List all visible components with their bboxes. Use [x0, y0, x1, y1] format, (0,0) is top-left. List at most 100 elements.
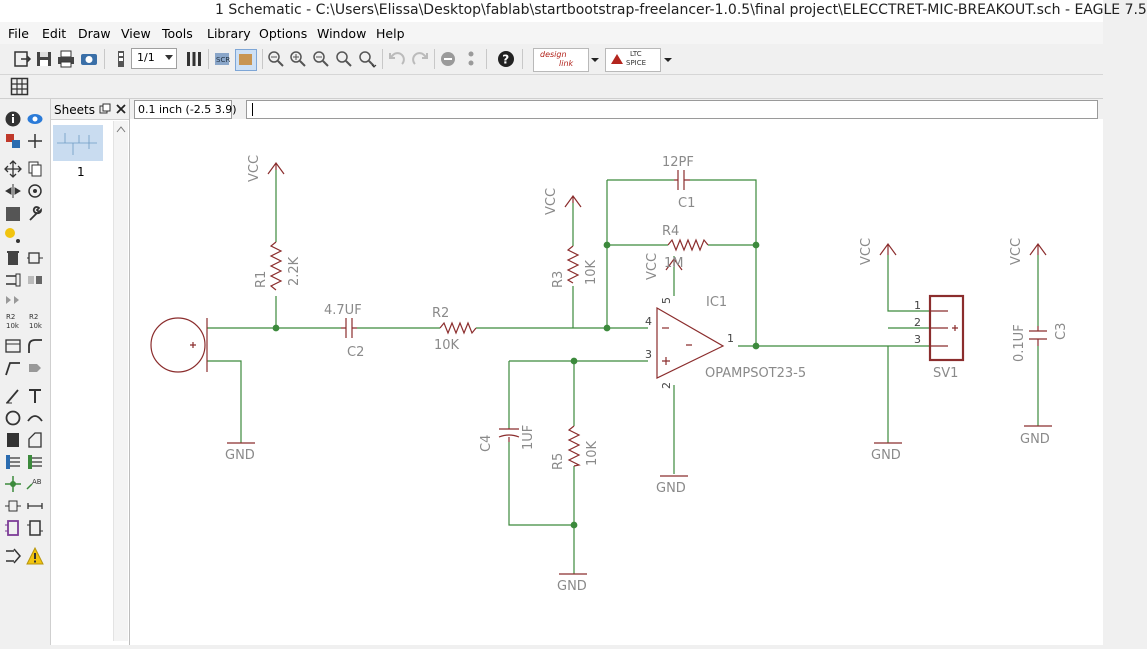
save-icon[interactable] — [34, 49, 54, 69]
menu-library[interactable]: Library — [207, 26, 251, 41]
help-icon[interactable]: ? — [496, 49, 516, 69]
menu-file[interactable]: File — [8, 26, 29, 41]
paste-icon[interactable] — [4, 227, 22, 245]
value-tool-r2-label[interactable]: R2 — [29, 313, 39, 321]
split-icon[interactable] — [4, 359, 22, 377]
open-icon[interactable] — [12, 49, 32, 69]
command-palette: R2 R2 10k 10k AB — [0, 99, 51, 645]
go-icon[interactable] — [461, 49, 481, 69]
gnd-label: GND — [557, 579, 587, 594]
text-icon[interactable] — [26, 387, 44, 405]
frame-icon[interactable] — [4, 519, 22, 537]
show-icon[interactable] — [26, 110, 44, 128]
pinswap-icon[interactable] — [4, 271, 22, 289]
ltc-label-1: LTC — [630, 50, 642, 58]
value-tool-value-label: 10k — [29, 322, 42, 330]
vcc-label: VCC — [544, 188, 559, 215]
bus-icon[interactable] — [4, 453, 22, 471]
chevron-down-icon[interactable] — [588, 49, 602, 69]
vcc-symbol — [665, 257, 683, 271]
zoom-select-icon[interactable] — [357, 49, 377, 69]
add-icon[interactable] — [26, 249, 44, 267]
sheet-thumbnail[interactable] — [53, 125, 103, 161]
menu-view[interactable]: View — [121, 26, 151, 41]
grid-icon[interactable] — [10, 77, 29, 96]
sheets-scrollbar[interactable] — [113, 121, 128, 641]
zoom-out-icon[interactable] — [311, 49, 331, 69]
r4-resistor — [667, 238, 709, 252]
net-icon[interactable] — [26, 453, 44, 471]
polygon-icon[interactable] — [26, 431, 44, 449]
junction-icon[interactable] — [4, 475, 22, 493]
close-icon[interactable] — [115, 103, 127, 115]
designlink-button[interactable]: design link — [533, 48, 589, 72]
cam-processor-icon[interactable] — [79, 49, 99, 69]
ltspice-button[interactable]: LTC SPICE — [605, 48, 661, 72]
print-icon[interactable] — [56, 49, 76, 69]
r1-resistor — [269, 241, 283, 291]
r3-value-label: 10K — [584, 259, 599, 285]
mirror-icon[interactable] — [4, 182, 22, 200]
menu-draw[interactable]: Draw — [78, 26, 111, 41]
designlink-label-1: design — [540, 50, 567, 59]
gateswap-icon[interactable] — [4, 291, 22, 309]
delete-icon[interactable] — [4, 249, 22, 267]
redo-icon[interactable] — [410, 49, 430, 69]
warning-icon[interactable] — [26, 546, 44, 565]
miter-icon[interactable] — [26, 337, 44, 355]
menu-window[interactable]: Window — [317, 26, 367, 41]
chevron-down-icon[interactable] — [661, 49, 675, 69]
menu-edit[interactable]: Edit — [42, 26, 67, 41]
attribute-icon[interactable] — [4, 497, 22, 515]
dimension-icon[interactable] — [26, 497, 44, 515]
undock-icon[interactable] — [99, 103, 111, 115]
smash-icon[interactable] — [4, 337, 22, 355]
run-ulp-icon[interactable] — [235, 49, 257, 71]
arc-icon[interactable] — [26, 409, 44, 427]
zoom-fit-icon[interactable] — [266, 49, 286, 69]
mark-icon[interactable] — [26, 132, 44, 150]
title-bar: 1 Schematic - C:\Users\Elissa\Desktop\fa… — [0, 0, 1147, 22]
command-row: 0.1 inch (-2.5 3.9) — [130, 99, 1103, 119]
invoke-icon[interactable] — [26, 359, 44, 377]
svg-text:AB: AB — [32, 478, 42, 486]
wire-icon[interactable] — [4, 387, 22, 405]
menu-tools[interactable]: Tools — [162, 26, 193, 41]
rotate-icon[interactable] — [26, 182, 44, 200]
stop-icon[interactable] — [438, 49, 458, 69]
name-tool-value-label: 10k — [6, 322, 19, 330]
opamp-pin-label: 3 — [645, 348, 652, 361]
undo-icon[interactable] — [387, 49, 407, 69]
r3-name-label: R3 — [551, 271, 566, 288]
erc-icon[interactable] — [4, 547, 22, 565]
replace-icon[interactable] — [26, 271, 44, 289]
r5-value-label: 10K — [585, 440, 600, 466]
group-icon[interactable] — [4, 205, 22, 223]
ic1-opamp — [656, 306, 725, 379]
board-switch-icon[interactable] — [184, 49, 204, 69]
schematic-canvas[interactable]: VCC VCC VCC VCC VCC GND GND GND GND GND … — [130, 119, 1103, 645]
label-icon[interactable]: AB — [26, 475, 44, 493]
script-icon[interactable]: SCR — [213, 49, 233, 69]
zoom-in-icon[interactable] — [288, 49, 308, 69]
redraw-icon[interactable] — [334, 49, 354, 69]
info-icon[interactable] — [4, 110, 22, 128]
menu-help[interactable]: Help — [376, 26, 405, 41]
copy-icon[interactable] — [26, 160, 44, 178]
module-icon[interactable] — [26, 519, 44, 537]
toolbar-separator — [434, 49, 435, 69]
circle-icon[interactable] — [4, 409, 22, 427]
menu-options[interactable]: Options — [259, 26, 308, 41]
display-icon[interactable] — [4, 132, 22, 150]
ltc-logo-icon — [611, 54, 623, 64]
sheet-icon[interactable] — [111, 49, 131, 69]
sheet-select[interactable]: 1/1 — [131, 48, 177, 69]
command-input[interactable] — [246, 100, 1098, 119]
opamp-pin-label: 4 — [645, 315, 652, 328]
name-tool-r2-label[interactable]: R2 — [6, 313, 16, 321]
rectangle-icon[interactable] — [4, 431, 22, 449]
move-icon[interactable] — [4, 160, 22, 178]
r5-name-label: R5 — [551, 453, 566, 470]
schematic-drawing: VCC VCC VCC VCC VCC GND GND GND GND GND … — [150, 155, 1069, 594]
change-icon[interactable] — [26, 205, 44, 223]
